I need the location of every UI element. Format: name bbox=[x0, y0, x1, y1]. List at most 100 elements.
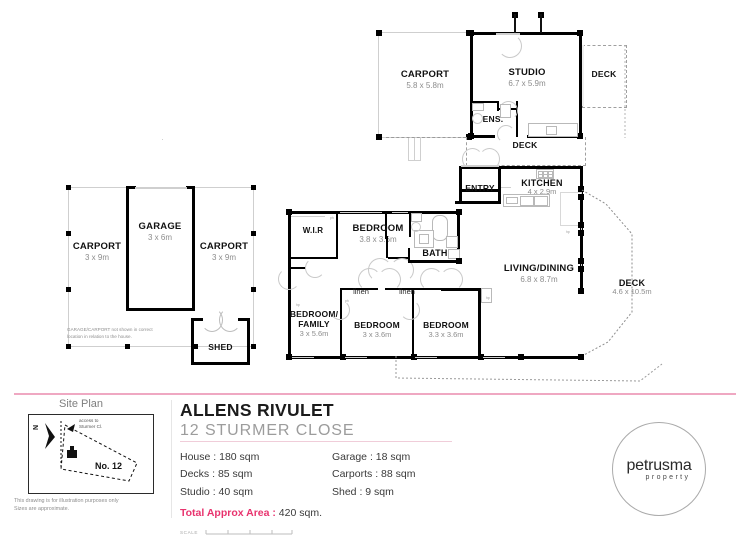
room-ens: ENS. bbox=[470, 114, 516, 125]
room-kitchen-name: KITCHEN bbox=[521, 178, 563, 188]
listing-detail: ALLENS RIVULET 12 STURMER CLOSE House : … bbox=[180, 400, 580, 537]
room-kitchen: KITCHEN 4 x 2.9m bbox=[506, 178, 578, 197]
room-bath-name: BATH bbox=[422, 248, 448, 258]
roof-line bbox=[624, 45, 626, 138]
room-bedroom-3: BEDROOM 3.3 x 3.6m bbox=[413, 320, 479, 339]
room-bedroom-family-dim: 3 x 5.6m bbox=[299, 328, 329, 338]
area-summary: House : 180 sqm Decks : 85 sqm Studio : … bbox=[180, 449, 580, 501]
room-deck-main-dim: 4.6 x 10.5m bbox=[612, 287, 652, 297]
room-entry-name: ENTRY bbox=[465, 183, 495, 193]
area-value: 9 sqm bbox=[365, 485, 394, 498]
room-bedroom-3-name: BEDROOM bbox=[423, 320, 469, 330]
area-sep: : bbox=[375, 468, 382, 481]
room-carport-right-dim: 3 x 9m bbox=[211, 252, 236, 262]
room-carport-top: CARPORT 5.8 x 5.8m bbox=[382, 69, 468, 90]
room-deck-studio: DECK bbox=[582, 69, 626, 80]
room-living-dining-name: LIVING/DINING bbox=[503, 263, 575, 274]
room-bedroom-family-name: BEDROOM/ bbox=[289, 309, 339, 319]
site-plan-north-label: N bbox=[33, 424, 41, 431]
area-row: Shed : 9 sqm bbox=[332, 484, 484, 501]
site-plan-title: Site Plan bbox=[59, 398, 104, 410]
room-shed-name: SHED bbox=[208, 342, 233, 352]
room-deck-main: DECK 4.6 x 10.5m bbox=[592, 278, 672, 297]
room-shed: SHED bbox=[191, 342, 250, 353]
room-garage-dim: 3 x 6m bbox=[147, 232, 172, 242]
area-row: House : 180 sqm bbox=[180, 449, 332, 466]
site-plan-lot-label: No. 12 bbox=[95, 461, 123, 471]
area-label: House bbox=[180, 451, 211, 463]
listing-address: 12 STURMER CLOSE bbox=[180, 422, 355, 439]
room-bedroom-2: BEDROOM 3 x 3.6m bbox=[342, 320, 412, 339]
area-row: Studio : 40 sqm bbox=[180, 484, 332, 501]
area-sep: : bbox=[212, 468, 218, 481]
room-studio: STUDIO 6.7 x 5.9m bbox=[487, 67, 567, 88]
area-label: Garage bbox=[332, 451, 368, 463]
area-label: Shed bbox=[332, 485, 357, 498]
room-bedroom-2-name: BEDROOM bbox=[354, 320, 400, 330]
area-value: 88 sqm bbox=[381, 468, 416, 481]
scale-bar-graphic bbox=[205, 529, 293, 535]
room-carport-top-dim: 5.8 x 5.8m bbox=[406, 80, 444, 90]
room-garage-name: GARAGE bbox=[138, 221, 182, 232]
petrusma-logo: petrusma property bbox=[612, 422, 706, 516]
room-deck-mid-name: DECK bbox=[512, 140, 538, 150]
room-bedroom-main: BEDROOM 3.8 x 3.6m bbox=[338, 223, 418, 244]
area-label: Studio bbox=[180, 485, 210, 498]
room-deck-studio-name: DECK bbox=[591, 69, 617, 79]
room-bath: BATH bbox=[412, 248, 458, 258]
area-row: Carports : 88 sqm bbox=[332, 466, 484, 483]
room-bedroom-family-name2: FAMILY bbox=[298, 318, 330, 329]
total-area-value: 420 sqm. bbox=[278, 506, 322, 519]
area-value: 85 sqm bbox=[217, 468, 253, 481]
area-sep: : bbox=[213, 451, 220, 463]
area-label: Carports bbox=[332, 468, 373, 481]
room-bedroom-main-name: BEDROOM bbox=[352, 223, 404, 234]
room-ens-name: ENS. bbox=[482, 114, 504, 124]
room-carport-right: CARPORT 3 x 9m bbox=[194, 241, 254, 262]
room-deck-mid: DECK bbox=[495, 140, 555, 151]
outbuilding-note: GARAGE/CARPORT not shown in correct loca… bbox=[67, 327, 153, 339]
room-deck-main-name: DECK bbox=[618, 278, 646, 288]
room-linen-1: linen bbox=[343, 287, 379, 297]
logo-name: petrusma bbox=[626, 457, 692, 474]
area-value: 18 sqm bbox=[375, 451, 411, 463]
room-kitchen-dim: 4 x 2.9m bbox=[527, 187, 557, 197]
room-studio-dim: 6.7 x 5.9m bbox=[508, 78, 546, 88]
room-entry: ENTRY bbox=[457, 183, 503, 194]
divider-detail bbox=[180, 441, 452, 442]
area-label: Decks bbox=[180, 468, 210, 481]
room-living-dining: LIVING/DINING 6.8 x 8.7m bbox=[484, 263, 594, 284]
room-carport-right-name: CARPORT bbox=[199, 241, 249, 252]
area-value: 180 sqm bbox=[219, 451, 260, 463]
area-sep: : bbox=[369, 451, 376, 463]
room-studio-name: STUDIO bbox=[508, 67, 546, 78]
site-plan-box: N access to Sturmer Cl. No. 12 bbox=[28, 414, 154, 494]
room-carport-left-dim: 3 x 9m bbox=[84, 252, 109, 262]
logo-tagline: property bbox=[645, 474, 691, 481]
divider-top bbox=[14, 393, 736, 395]
area-sep: : bbox=[212, 485, 219, 498]
divider-vertical bbox=[171, 400, 172, 518]
area-row: Decks : 85 sqm bbox=[180, 466, 332, 483]
area-column-right: Garage : 18 sqm Carports : 88 sqm Shed :… bbox=[332, 449, 484, 501]
room-bedroom-main-dim: 3.8 x 3.6m bbox=[359, 234, 397, 244]
site-plan: Site Plan N access to Sturmer Cl. No. 12… bbox=[14, 398, 169, 523]
room-wir-name: W.I.R bbox=[302, 226, 324, 235]
floor-plan-drawing: GARAGE 3 x 6m CARPORT 3 x 9m CARPORT 3 x… bbox=[66, 12, 672, 382]
area-sep: : bbox=[359, 485, 366, 498]
room-linen-2-name: linen bbox=[399, 287, 415, 296]
scale-bar: SCALE bbox=[180, 528, 580, 537]
deck-outline bbox=[581, 189, 633, 357]
room-carport-left: CARPORT 3 x 9m bbox=[67, 241, 127, 262]
room-living-dining-dim: 6.8 x 8.7m bbox=[520, 274, 558, 284]
room-bedroom-family: BEDROOM/ FAMILY 3 x 5.6m bbox=[286, 309, 342, 338]
total-area: Total Approx Area : 420 sqm. bbox=[180, 507, 580, 519]
scale-label: SCALE bbox=[180, 529, 199, 535]
listing-suburb: ALLENS RIVULET bbox=[180, 400, 334, 420]
total-area-label: Total Approx Area : bbox=[180, 506, 276, 519]
site-plan-disclaimer: This drawing is for illustration purpose… bbox=[14, 498, 119, 512]
room-wir: W.I.R bbox=[289, 226, 337, 235]
lower-deck-dashed bbox=[395, 356, 663, 382]
area-value: 40 sqm bbox=[218, 485, 253, 498]
